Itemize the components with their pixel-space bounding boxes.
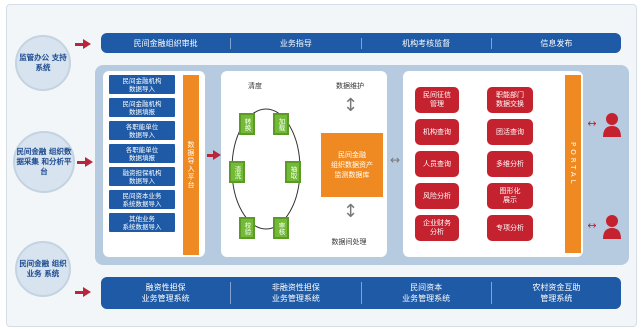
left-right-arrow-icon: ↔ [587, 117, 597, 130]
source-item: 民间金融机构 数据导入 [109, 75, 175, 94]
top-item-publish: 信息发布 [490, 37, 621, 49]
arrow-mid-shaft [77, 161, 85, 164]
left-node-supervision: 监管办公 支持系统 [15, 35, 71, 91]
maintain-label: 数据维护 [336, 82, 364, 90]
arrow-sources-shaft [207, 154, 213, 157]
source-item: 民间资本业务 系统数据导入 [109, 190, 175, 209]
top-functions-bar: 民间金融组织审批 业务指导 机构考核监督 信息发布 [101, 33, 621, 53]
user-icon [603, 215, 621, 239]
service-item: 人员查询 [415, 151, 459, 177]
process-label: 数据间处理 [331, 238, 367, 246]
bottom-item-rural-fund: 农村资金互助 管理系统 [490, 282, 621, 304]
user-icon [603, 113, 621, 137]
etl-node-extract: 抽取 [285, 161, 301, 183]
service-item: 职能部门 数据交换 [487, 87, 533, 113]
etl-node-clean: 清洗 [229, 161, 245, 183]
source-item: 各职能单位 数据导入 [109, 121, 175, 140]
bottom-item-private-capital: 民间资本 业务管理系统 [360, 282, 491, 304]
up-down-arrow-icon: ↕ [343, 201, 359, 222]
bottom-systems-bar: 融资性担保 业务管理系统 非融资性担保 业务管理系统 民间资本 业务管理系统 农… [101, 277, 621, 309]
service-item: 图形化 展示 [487, 183, 533, 209]
source-item: 融资担保机构 数据导入 [109, 167, 175, 186]
service-item: 民间征信 管理 [415, 87, 459, 113]
left-right-arrow-icon: ↔ [389, 153, 401, 167]
top-item-supervision: 机构考核监督 [360, 37, 491, 49]
central-database: 民间金融 组织数据资产 监测数据库 [321, 133, 383, 197]
up-down-arrow-icon: ↕ [343, 95, 359, 116]
left-right-arrow-icon: ↔ [587, 219, 597, 232]
service-item: 风险分析 [415, 183, 459, 209]
etl-node-verify: 校验 [239, 217, 255, 239]
service-item: 企业财务 分析 [415, 215, 459, 241]
arrow-bottom-shaft [75, 291, 83, 294]
diagram-frame: 监管办公 支持系统 民间金融 组织数据采集 和分析平台 民间金融 组织业务 系统… [6, 4, 637, 327]
top-item-approval: 民间金融组织审批 [133, 38, 198, 48]
source-item: 各职能单位 数据填报 [109, 144, 175, 163]
portal-bar: PORTAL [565, 75, 581, 253]
arrow-top-shaft [75, 43, 83, 46]
arrow-bottom-head [83, 287, 91, 297]
clean-label: 清度 [248, 82, 262, 90]
etl-node-load: 加载 [273, 113, 289, 135]
service-item: 专项分析 [487, 215, 533, 241]
bottom-item-non-guarantee: 非融资性担保 业务管理系统 [230, 282, 360, 304]
top-item-guidance: 业务指导 [230, 37, 360, 49]
source-item: 民间金融机构 数据填报 [109, 98, 175, 117]
source-item: 其他业务 系统数据导入 [109, 213, 175, 232]
left-node-business-system: 民间金融 组织业务 系统 [15, 241, 71, 297]
etl-node-transform: 转换 [239, 113, 255, 135]
arrow-mid-head [85, 157, 93, 167]
etl-node-audit: 审核 [273, 217, 289, 239]
service-item: 多维分析 [487, 151, 533, 177]
arrow-top-head [83, 39, 91, 49]
bottom-item-guarantee: 融资性担保 业务管理系统 [141, 283, 190, 303]
arrow-sources-head [213, 150, 221, 160]
import-platform: 数据导入平台 [183, 75, 199, 255]
service-item: 团活查询 [487, 119, 533, 145]
left-node-data-platform: 民间金融 组织数据采集 和分析平台 [13, 131, 75, 193]
service-item: 机构查询 [415, 119, 459, 145]
